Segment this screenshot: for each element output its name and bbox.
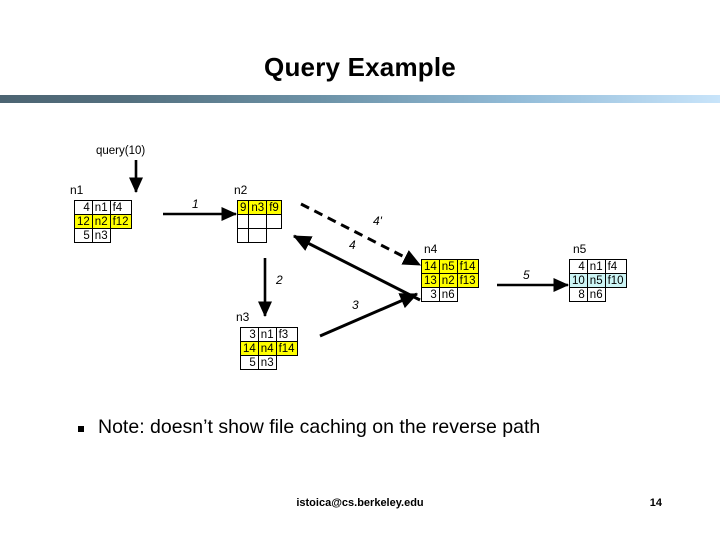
node-n5-routing-table: 4 n1 f4 10 n5 f10 8 n6 bbox=[569, 259, 627, 302]
cell-node: n2 bbox=[91, 214, 111, 229]
node-n3-routing-table: 3 n1 f3 14 n4 f14 5 n3 bbox=[240, 327, 298, 370]
cell-id: 3 bbox=[240, 327, 259, 342]
arrow-label-step-5: 5 bbox=[523, 268, 530, 282]
cell-id: 13 bbox=[421, 273, 440, 288]
arrow-step-4 bbox=[292, 234, 421, 302]
node-n2-label: n2 bbox=[234, 183, 248, 197]
cell-file: f14 bbox=[456, 259, 479, 274]
cell-id: 4 bbox=[569, 259, 588, 274]
cell-node: n3 bbox=[257, 355, 277, 370]
cell-node: n4 bbox=[257, 341, 277, 356]
cell-id bbox=[236, 214, 250, 229]
cell-file: f4 bbox=[604, 259, 627, 274]
node-n4-label: n4 bbox=[424, 242, 438, 256]
node-n2-routing-table: 9 n3 f9 bbox=[236, 200, 282, 243]
table-row: 4 n1 f4 bbox=[74, 200, 132, 215]
cell-id: 12 bbox=[74, 214, 93, 229]
cell-node: n2 bbox=[438, 273, 458, 288]
cell-id: 8 bbox=[569, 287, 588, 302]
cell-node: n1 bbox=[257, 327, 277, 342]
footer-page-number: 14 bbox=[649, 497, 662, 509]
cell-id: 4 bbox=[74, 200, 93, 215]
cell-file: f4 bbox=[109, 200, 132, 215]
note-text: Note: doesn’t show file caching on the r… bbox=[98, 416, 541, 438]
cell-node: n3 bbox=[91, 228, 111, 243]
cell-id: 14 bbox=[240, 341, 259, 356]
table-row: 3 n1 f3 bbox=[240, 327, 298, 342]
cell-id: 5 bbox=[240, 355, 259, 370]
cell-node: n3 bbox=[248, 200, 268, 215]
arrow-label-step-3: 3 bbox=[352, 298, 359, 312]
cell-node: n1 bbox=[586, 259, 606, 274]
node-n5-label: n5 bbox=[573, 242, 587, 256]
cell-id: 3 bbox=[421, 287, 440, 302]
table-row: 13 n2 f13 bbox=[421, 273, 479, 288]
cell-file bbox=[266, 214, 282, 229]
cell-node: n5 bbox=[438, 259, 458, 274]
bullet-square-icon bbox=[78, 426, 84, 432]
cell-id: 5 bbox=[74, 228, 93, 243]
table-row: 5 n3 bbox=[74, 228, 132, 243]
note-block: Note: doesn’t show file caching on the r… bbox=[78, 415, 638, 440]
cell-node: n5 bbox=[586, 273, 606, 288]
node-n4-routing-table: 14 n5 f14 13 n2 f13 3 n6 bbox=[421, 259, 479, 302]
table-row: 10 n5 f10 bbox=[569, 273, 627, 288]
arrow-label-step-2: 2 bbox=[276, 273, 283, 287]
table-row: 12 n2 f12 bbox=[74, 214, 132, 229]
arrow-step-3 bbox=[319, 292, 419, 338]
footer-email: istoica@cs.berkeley.edu bbox=[296, 497, 424, 509]
title-divider-rule bbox=[0, 95, 720, 103]
cell-file: f10 bbox=[604, 273, 627, 288]
cell-node: n1 bbox=[91, 200, 111, 215]
cell-node: n6 bbox=[438, 287, 458, 302]
cell-id: 10 bbox=[569, 273, 588, 288]
arrow-label-step-4-prime: 4' bbox=[373, 214, 382, 228]
table-row bbox=[236, 214, 282, 229]
arrow-step-4-prime bbox=[300, 202, 422, 267]
cell-file: f3 bbox=[275, 327, 298, 342]
cell-id: 14 bbox=[421, 259, 440, 274]
node-n3-label: n3 bbox=[236, 310, 250, 324]
table-row: 14 n5 f14 bbox=[421, 259, 479, 274]
cell-file: f13 bbox=[456, 273, 479, 288]
arrow-label-step-1: 1 bbox=[192, 197, 199, 211]
table-row: 9 n3 f9 bbox=[236, 200, 282, 215]
table-row: 4 n1 f4 bbox=[569, 259, 627, 274]
cell-node bbox=[248, 228, 268, 243]
cell-id: 9 bbox=[236, 200, 250, 215]
cell-file: f12 bbox=[109, 214, 132, 229]
query-label: query(10) bbox=[96, 145, 146, 157]
page-title: Query Example bbox=[264, 52, 456, 82]
node-n1-label: n1 bbox=[70, 183, 84, 197]
table-row: 8 n6 bbox=[569, 287, 627, 302]
table-row: 3 n6 bbox=[421, 287, 479, 302]
cell-id bbox=[236, 228, 250, 243]
node-n1-routing-table: 4 n1 f4 12 n2 f12 5 n3 bbox=[74, 200, 132, 243]
arrow-label-step-4: 4 bbox=[349, 238, 356, 252]
cell-node: n6 bbox=[586, 287, 606, 302]
table-row bbox=[236, 228, 282, 243]
cell-file: f9 bbox=[266, 200, 282, 215]
table-row: 5 n3 bbox=[240, 355, 298, 370]
table-row: 14 n4 f14 bbox=[240, 341, 298, 356]
cell-node bbox=[248, 214, 268, 229]
cell-file: f14 bbox=[275, 341, 298, 356]
